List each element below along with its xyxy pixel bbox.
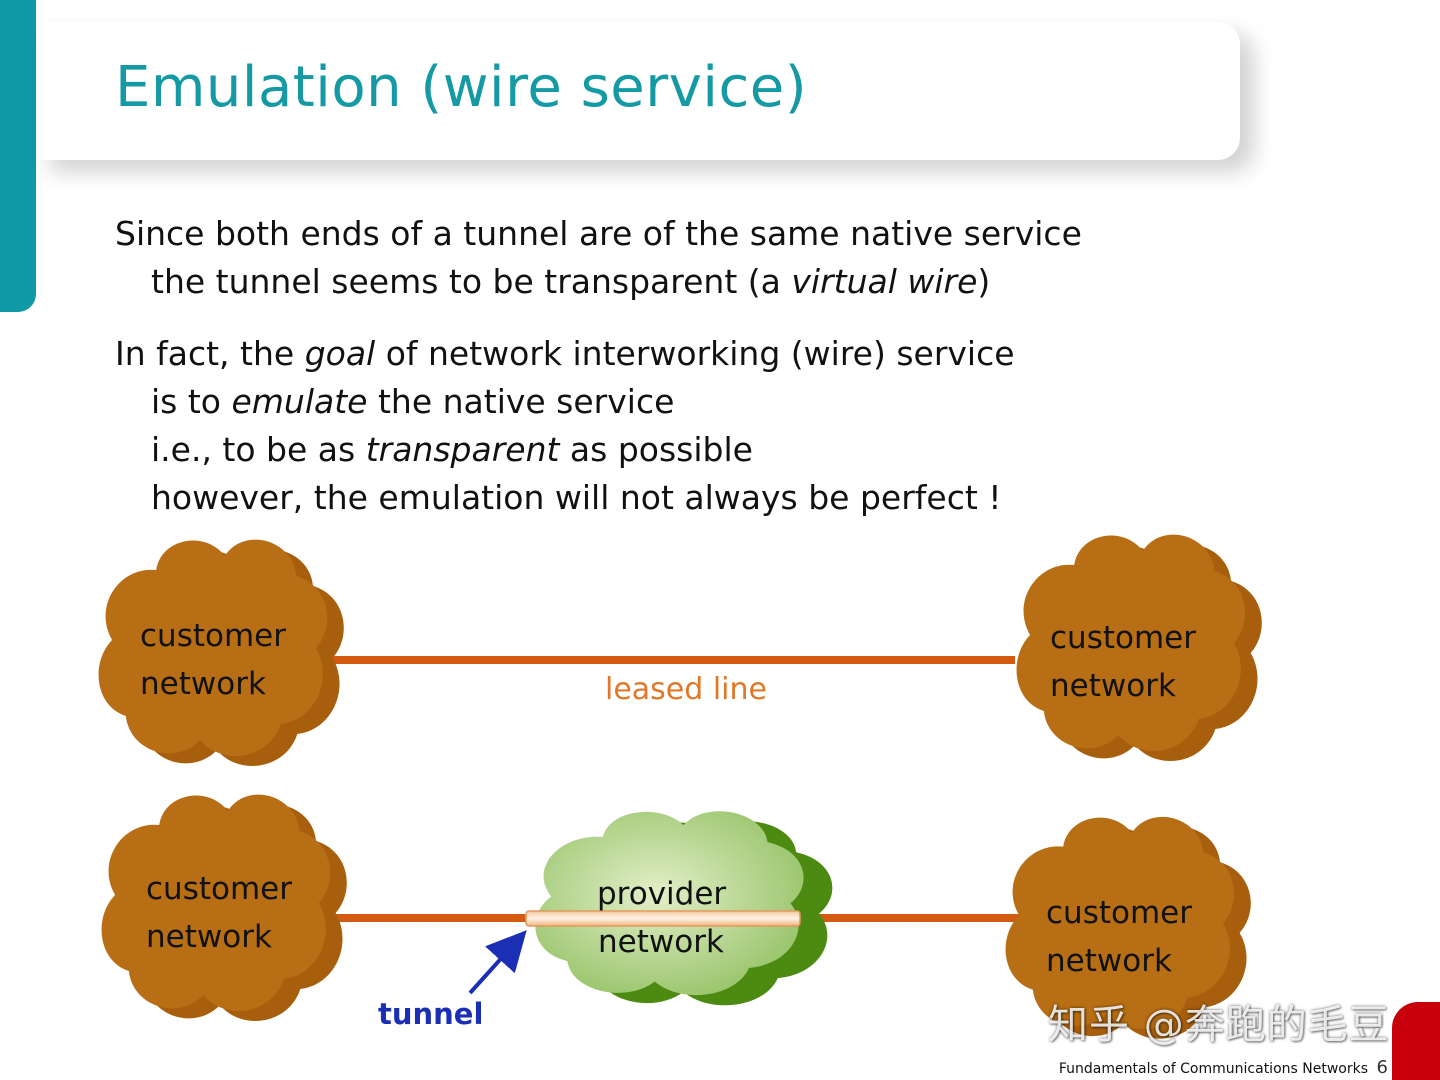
tunnel-arrow	[468, 930, 527, 995]
footer-course-title: Fundamentals of Communications Networks	[1059, 1061, 1368, 1077]
text-fragment: is to	[151, 382, 232, 421]
text-fragment: i.e., to be as	[151, 430, 366, 469]
customer-cloud-bottom-left	[101, 794, 347, 1021]
paragraph1-line2: the tunnel seems to be transparent (a vi…	[115, 258, 1082, 306]
customer-label-bottom-left-line2: network	[146, 919, 272, 955]
title-panel	[36, 22, 1240, 160]
text-fragment: of network interworking (wire) service	[375, 334, 1015, 373]
paragraph2-line4: however, the emulation will not always b…	[151, 478, 1002, 517]
provider-label-line1: provider	[597, 876, 726, 912]
footer-text: Fundamentals of Communications Networks	[1058, 1061, 1368, 1077]
emphasis-emulate: emulate	[231, 382, 368, 421]
leased-line-label: leased line	[605, 672, 767, 707]
text-fragment: )	[977, 262, 991, 301]
paragraph2-line1: In fact, the goal of network interworkin…	[115, 330, 1015, 378]
text-fragment: as possible	[559, 430, 753, 469]
corner-tab	[1392, 1002, 1440, 1080]
watermark: 知乎 @奔跑的毛豆	[1048, 1002, 1390, 1048]
emphasis-goal: goal	[304, 334, 376, 373]
paragraph2-line2: is to emulate the native service	[115, 378, 1015, 426]
customer-label-bottom-right-line1: customer	[1046, 895, 1192, 931]
tunnel-pipe	[525, 910, 801, 927]
customer-label-bottom-left-line1: customer	[146, 871, 292, 907]
paragraph2-line3: i.e., to be as transparent as possible	[115, 426, 1015, 474]
text-fragment: In fact, the	[115, 334, 305, 373]
emphasis-transparent: transparent	[365, 430, 560, 469]
slide-title: Emulation (wire service)	[115, 55, 808, 120]
customer-label-top-right-line1: customer	[1050, 620, 1196, 656]
customer-label-top-left-line1: customer	[140, 618, 286, 654]
tunnel-label: tunnel	[378, 997, 483, 1031]
customer-label-top-left-line2: network	[140, 666, 266, 702]
paragraph-emulation-goal: In fact, the goal of network interworkin…	[115, 330, 1015, 522]
provider-label-line2: network	[598, 924, 724, 960]
accent-bar	[0, 0, 36, 312]
text-fragment: the native service	[367, 382, 675, 421]
customer-label-bottom-right-line2: network	[1046, 943, 1172, 979]
customer-label-top-right-line2: network	[1050, 668, 1176, 704]
page-number: 6	[1376, 1057, 1388, 1078]
text-fragment: the tunnel seems to be transparent (a	[151, 262, 792, 301]
paragraph1-line1: Since both ends of a tunnel are of the s…	[115, 214, 1082, 253]
emphasis-virtual-wire: virtual wire	[791, 262, 978, 301]
paragraph-tunnel-transparency: Since both ends of a tunnel are of the s…	[115, 210, 1082, 306]
